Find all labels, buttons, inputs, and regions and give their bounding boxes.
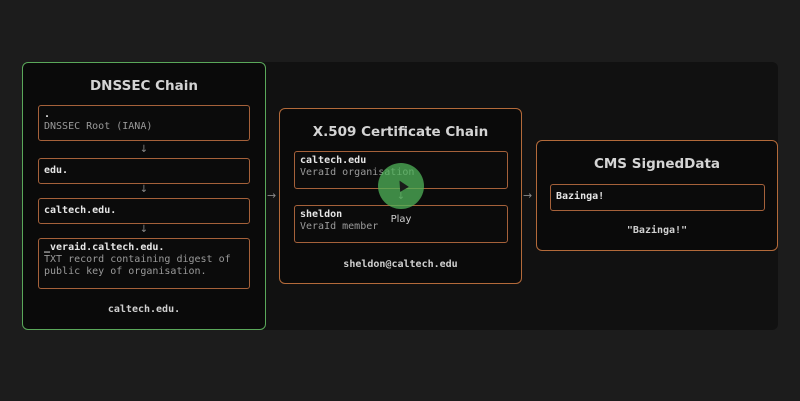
dnssec-node-root: . DNSSEC Root (IANA) <box>38 105 250 141</box>
x509-node-member-desc: VeraId member <box>300 221 379 232</box>
dnssec-node-root-name: . <box>44 109 51 120</box>
x509-chain-title: X.509 Certificate Chain <box>312 124 489 140</box>
dnssec-node-veraid-desc: TXT record containing digest of public k… <box>44 254 231 277</box>
dnssec-chain-footer: caltech.edu. <box>107 304 181 315</box>
down-arrow-icon: ↓ <box>139 184 149 195</box>
cms-signeddata-footer: "Bazinga!" <box>626 225 688 236</box>
dnssec-node-root-desc: DNSSEC Root (IANA) <box>44 121 153 132</box>
dnssec-chain-panel: DNSSEC Chain . DNSSEC Root (IANA) ↓ edu.… <box>22 62 266 330</box>
down-arrow-icon: ↓ <box>139 144 149 155</box>
cms-signeddata-title: CMS SignedData <box>593 156 721 172</box>
cms-node-content-name: Bazinga! <box>556 191 605 202</box>
right-arrow-icon: → <box>267 189 277 202</box>
x509-node-organisation-desc: VeraId organisation <box>300 167 415 178</box>
cms-signeddata-panel: CMS SignedData Bazinga! "Bazinga!" <box>536 140 778 251</box>
dnssec-node-veraid: _veraid.caltech.edu. TXT record containi… <box>38 238 250 289</box>
dnssec-node-caltech-name: caltech.edu. <box>44 205 117 216</box>
x509-node-organisation-name: caltech.edu <box>300 155 367 166</box>
dnssec-node-edu-name: edu. <box>44 165 69 176</box>
play-label[interactable]: Play <box>390 214 412 225</box>
x509-chain-footer: sheldon@caltech.edu <box>343 259 458 270</box>
x509-node-member-name: sheldon <box>300 209 343 220</box>
cms-node-content: Bazinga! <box>550 184 765 211</box>
down-arrow-icon: ↓ <box>139 224 149 235</box>
dnssec-node-caltech: caltech.edu. <box>38 198 250 224</box>
right-arrow-icon: → <box>523 189 533 202</box>
dnssec-node-edu: edu. <box>38 158 250 184</box>
dnssec-node-veraid-name: _veraid.caltech.edu. <box>44 242 165 253</box>
play-button[interactable] <box>378 163 424 209</box>
dnssec-chain-title: DNSSEC Chain <box>89 78 199 94</box>
